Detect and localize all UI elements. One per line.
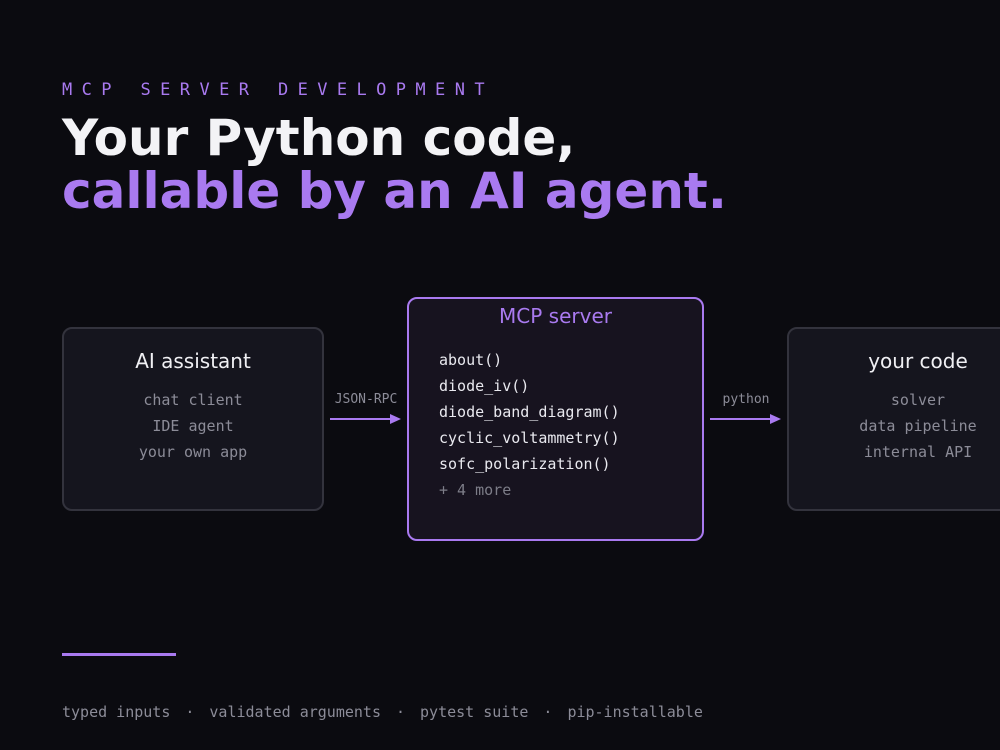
mcp-server-box: MCP server about() diode_iv() diode_band… [407, 297, 704, 541]
accent-divider [62, 653, 176, 656]
list-item: IDE agent [152, 417, 234, 435]
feature-item: validated arguments [209, 703, 381, 721]
ai-assistant-list: chat client IDE agent your own app [64, 387, 322, 465]
list-item: internal API [863, 443, 973, 461]
list-item: solver [890, 391, 946, 409]
arrow-right-icon [330, 414, 401, 424]
ai-assistant-title: AI assistant [135, 349, 251, 373]
eyebrow-label: MCP SERVER DEVELOPMENT [62, 80, 494, 100]
tool-function: diode_band_diagram() [439, 403, 620, 421]
python-label: python [722, 392, 770, 407]
more-functions-label: + 4 more [439, 481, 512, 499]
tool-function: sofc_polarization() [439, 455, 611, 473]
list-item: data pipeline [859, 417, 977, 435]
your-code-list: solver data pipeline internal API [789, 387, 1000, 465]
tool-function: diode_iv() [439, 377, 530, 395]
feature-item: pytest suite [420, 703, 529, 721]
mcp-server-title: MCP server [499, 304, 612, 328]
your-code-box: your code solver data pipeline internal … [787, 327, 1000, 511]
separator: · [543, 703, 553, 721]
separator: · [185, 703, 195, 721]
headline-line-1: Your Python code, [62, 109, 576, 167]
feature-item: pip-installable [567, 703, 703, 721]
list-item: chat client [143, 391, 243, 409]
your-code-title: your code [868, 349, 968, 373]
ai-assistant-box: AI assistant chat client IDE agent your … [62, 327, 324, 511]
tool-function: cyclic_voltammetry() [439, 429, 620, 447]
separator: · [396, 703, 406, 721]
list-item: your own app [138, 443, 248, 461]
headline-line-2: callable by an AI agent. [62, 162, 727, 220]
tool-function: about() [439, 351, 503, 369]
feature-item: typed inputs [62, 703, 171, 721]
arrow-right-icon [710, 414, 781, 424]
feature-list: typed inputs · validated arguments · pytest … [62, 703, 703, 721]
tool-function-list: about() diode_iv() diode_band_diagram() … [439, 347, 620, 503]
json-rpc-label: JSON-RPC [334, 392, 398, 407]
